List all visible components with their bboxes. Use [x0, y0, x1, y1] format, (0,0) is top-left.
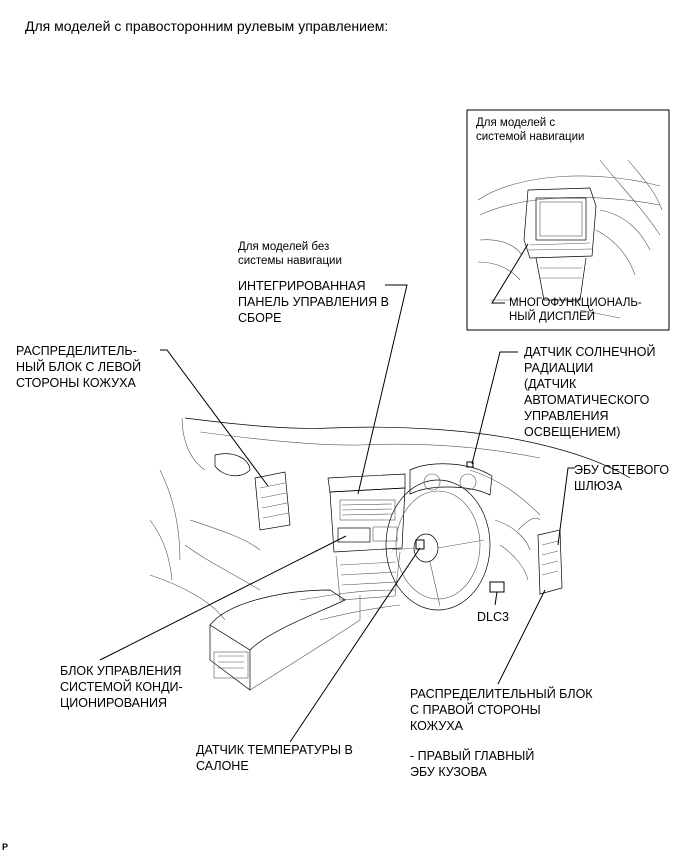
inset-frame: [466, 109, 670, 331]
leader-right-junction: [497, 589, 546, 685]
leader-dlc3: [494, 591, 498, 606]
label-gateway-ecu: ЭБУ СЕТЕВОГО ШЛЮЗА: [574, 463, 670, 493]
steering-wheel: [385, 479, 491, 611]
label-body-ecu: - ПРАВЫЙ ГЛАВНЫЙ ЭБУ КУЗОВА: [410, 749, 535, 779]
dlc3-shape: [489, 581, 505, 593]
page-title: Для моделей с правосторонним рулевым упр…: [25, 18, 389, 34]
solar-sensor-shape: [466, 461, 474, 468]
leader-room-temp: [289, 547, 421, 743]
room-temp-sensor-shape: [415, 539, 425, 550]
leader-integrated-panel: [357, 284, 408, 495]
leader-multifunction-display: [491, 243, 529, 304]
main-dashboard-sketch: [149, 417, 631, 691]
leader-ac-control: [99, 535, 347, 661]
inset-dashboard-sketch: [477, 159, 663, 319]
leader-gateway-ecu: [557, 467, 575, 546]
inset-display-screen: [535, 197, 587, 241]
no-nav-note: Для моделей без системы навигации: [238, 241, 342, 267]
label-solar-sensor: ДАТЧИК СОЛНЕЧНОЙ РАДИАЦИИ (ДАТЧИК АВТОМА…: [524, 345, 656, 439]
label-dlc3: DLC3: [477, 610, 509, 624]
label-left-junction: РАСПРЕДЕЛИТЕЛЬ- НЫЙ БЛОК С ЛЕВОЙ СТОРОНЫ…: [16, 344, 142, 390]
label-right-junction: РАСПРЕДЕЛИТЕЛЬНЫЙ БЛОК С ПРАВОЙ СТОРОНЫ …: [410, 687, 593, 733]
gateway-ecu-shape: [537, 529, 563, 595]
label-multifunction-display: МНОГОФУНКЦИОНАЛЬ- НЫЙ ДИСПЛЕЙ: [509, 297, 642, 323]
label-integrated-panel: ИНТЕГРИРОВАННАЯ ПАНЕЛЬ УПРАВЛЕНИЯ В СБОР…: [238, 279, 389, 325]
inset-note: Для моделей с системой навигации: [476, 117, 585, 143]
label-ac-control: БЛОК УПРАВЛЕНИЯ СИСТЕМОЙ КОНДИ- ЦИОНИРОВ…: [60, 664, 183, 710]
corner-mark: P: [2, 842, 9, 852]
left-junction-block-shape: [254, 471, 291, 531]
leader-left-junction: [160, 349, 269, 487]
ac-control-unit-shape: [337, 527, 371, 543]
leader-solar-sensor: [471, 351, 518, 465]
label-room-temp: ДАТЧИК ТЕМПЕРАТУРЫ В САЛОНЕ: [196, 743, 353, 773]
